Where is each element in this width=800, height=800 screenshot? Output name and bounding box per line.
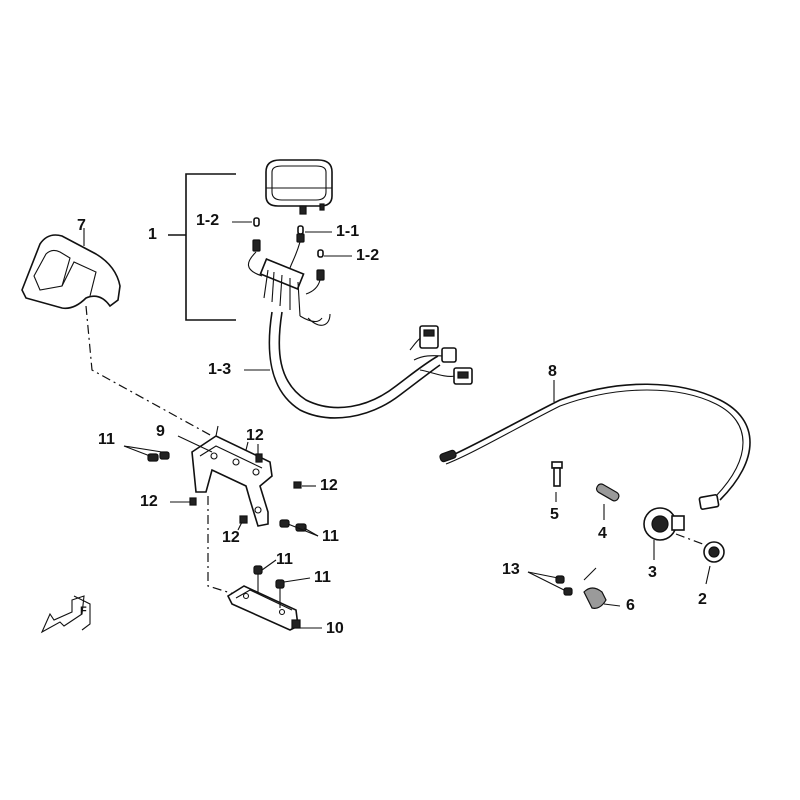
group-bracket-1: [168, 173, 236, 321]
callout-1-3: 1-3: [208, 361, 232, 378]
callout-9: 9: [156, 423, 165, 440]
meter-bracket-part-9: [177, 425, 273, 527]
callout-12-bottom: 12: [222, 529, 240, 546]
callout-12-right: 12: [320, 477, 338, 494]
assembly-line-gear: [675, 533, 709, 547]
speedometer-cable-part-8: [439, 380, 751, 510]
callout-12-left: 12: [140, 493, 158, 510]
screws-part-13: [527, 571, 573, 596]
callout-1-2-upper: 1-2: [196, 212, 220, 229]
clamp-part-6: [583, 567, 621, 609]
callout-11-lower-a: 11: [276, 551, 293, 568]
callout-11-upper: 11: [98, 431, 115, 448]
callout-1-1: 1-1: [336, 223, 360, 240]
assembly-line-bracket: [207, 496, 235, 595]
front-direction-arrow: [40, 595, 91, 634]
front-direction-letter: F: [80, 605, 87, 617]
nut-12-right: [293, 481, 302, 489]
callout-4: 4: [598, 525, 607, 542]
callout-1-2-lower: 1-2: [356, 247, 380, 264]
bulb-part-1-1: [296, 225, 305, 243]
meter-cover-part-7: [21, 228, 121, 310]
callout-6: 6: [626, 597, 635, 614]
callout-1: 1: [148, 226, 157, 243]
bulb-part-1-2-right: [316, 249, 325, 281]
speed-gear-box-part-3: [643, 507, 685, 560]
callout-3: 3: [648, 564, 657, 581]
callout-5: 5: [550, 506, 559, 523]
callout-11-lower-b: 11: [314, 569, 331, 586]
bulb-part-1-2-left: [252, 217, 261, 252]
nut-12-left: [189, 497, 197, 506]
callout-13: 13: [502, 561, 520, 578]
collar-part-4: [595, 483, 620, 520]
assembly-line-cover: [85, 305, 213, 437]
nut-12-bottom: [239, 515, 248, 524]
callout-7: 7: [77, 217, 86, 234]
wire-harness-part-1-3: [268, 311, 473, 419]
callout-11-right: 11: [322, 528, 339, 545]
nut-12-top: [255, 453, 263, 463]
callout-2: 2: [698, 591, 707, 608]
callout-12-top: 12: [246, 427, 264, 444]
callout-10: 10: [326, 620, 344, 637]
bolt-part-5: [551, 461, 563, 502]
bolts-part-11-lower: [253, 559, 311, 608]
socket-wires: [247, 241, 331, 326]
callout-8: 8: [548, 363, 557, 380]
meter-assembly-part-1: [265, 159, 333, 215]
bolts-part-11-upper: [123, 445, 170, 462]
retainer-part-2: [703, 541, 725, 585]
lower-bracket-part-10: [226, 585, 322, 631]
bolts-part-11-right: [279, 519, 319, 537]
